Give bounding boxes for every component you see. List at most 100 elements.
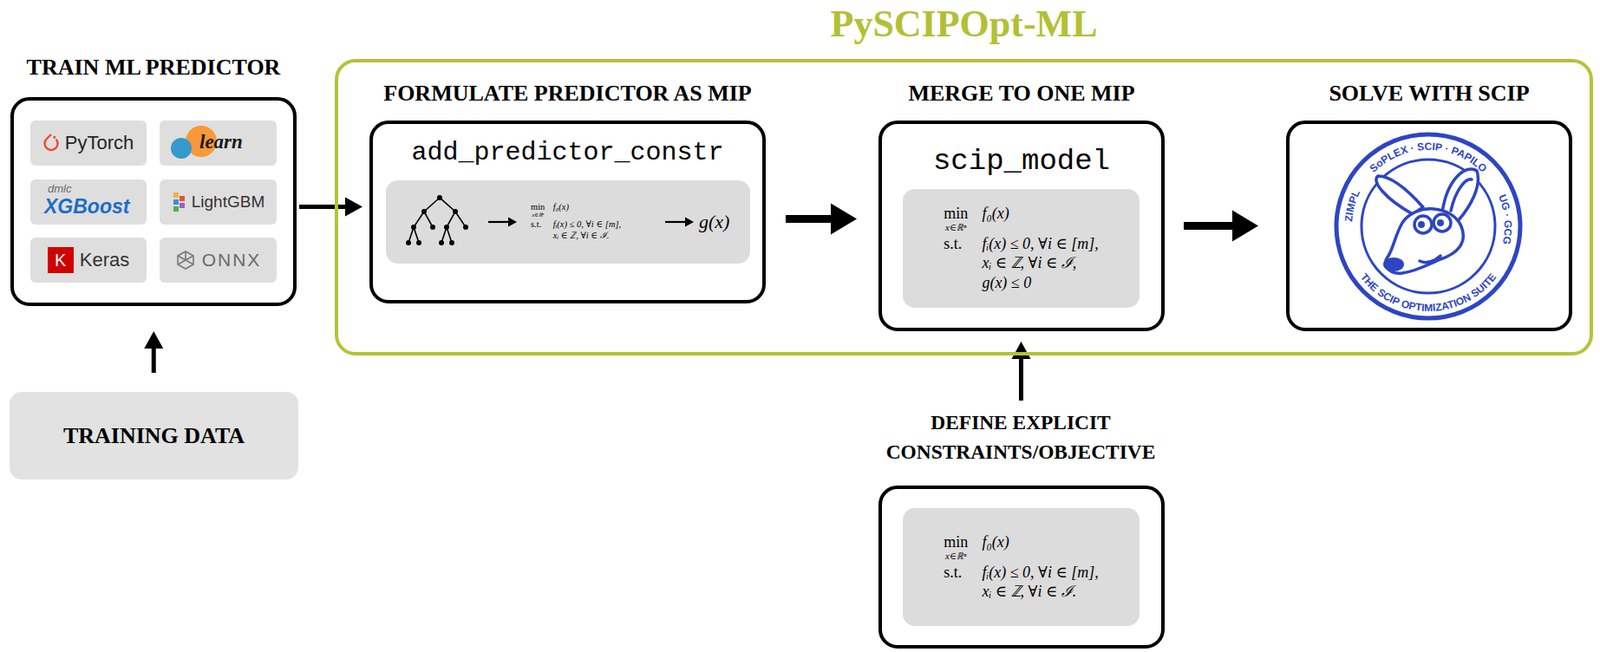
subject-to: s.t.	[530, 219, 545, 230]
connector	[1012, 341, 1032, 401]
library-logo: learn	[159, 120, 277, 166]
scip-logo: SoPLEX · SCIP · PAPILOUG · GCGZIMPLTHE S…	[1324, 122, 1533, 331]
logo-text: LightGBM	[191, 192, 265, 212]
lightgbm-icon	[171, 191, 186, 213]
domain-subscript: x∈ℝⁿ	[945, 551, 967, 562]
onnx-icon	[175, 249, 196, 271]
svg-part	[416, 240, 422, 246]
logo-ring-text: SoPLEX · SCIP · PAPILO	[1367, 140, 1490, 176]
process-box: SOLVE WITH SCIPSoPLEX · SCIP · PAPILOUG …	[1286, 120, 1573, 332]
svg-part	[452, 208, 458, 215]
badge-letter: K	[54, 250, 66, 270]
svg-part	[1376, 176, 1424, 215]
svg-part	[405, 240, 412, 246]
svg-part	[1436, 219, 1444, 227]
svg-part	[1433, 214, 1451, 232]
svg-part	[438, 240, 445, 246]
min-operator: min	[943, 533, 968, 552]
predictor-constraint: g(x)	[698, 210, 730, 234]
logo-row: K Keras	[30, 237, 147, 283]
objective-operator: minx∈ℝⁿ	[530, 202, 545, 219]
constraint: fᵢ(x) ≤ 0, ∀i ∈ [m],	[553, 219, 621, 230]
formulation-panel: minx∈ℝⁿf₀(x)s.t.fᵢ(x) ≤ 0, ∀i ∈ [m],xᵢ ∈…	[902, 189, 1140, 308]
formulation: minx∈ℝⁿ f₀(x) s.t. fᵢ(x) ≤ 0, ∀i ∈ [m],xᵢ ∈…	[530, 202, 621, 242]
framework-box: TRAIN ML PREDICTORPyTorchlearndmlcXGBoos…	[10, 97, 297, 307]
min-operator: min	[530, 202, 545, 213]
domain-subscript: x∈ℝⁿ	[531, 212, 543, 219]
svg-part	[1417, 221, 1425, 229]
function-name: add_predictor_constr	[372, 137, 763, 169]
svg-part	[488, 221, 510, 223]
objective-function: f₀(x)	[553, 202, 621, 213]
logo-text: PyTorch	[65, 131, 134, 155]
svg-part	[444, 224, 450, 230]
function-name: scip_model	[881, 143, 1162, 180]
process-box: FORMULATE PREDICTOR AS MIPadd_predictor_…	[369, 120, 766, 304]
connector	[785, 203, 857, 236]
svg-part	[1336, 134, 1521, 319]
heading: SOLVE WITH SCIP	[1328, 80, 1529, 107]
arrowhead	[1012, 341, 1032, 360]
connector-line	[1183, 222, 1235, 230]
svg-part	[179, 195, 185, 202]
box-label: TRAINING DATA	[63, 423, 245, 450]
connector-line	[151, 346, 157, 373]
subject-to: s.t.	[943, 235, 968, 254]
connector-line	[1018, 357, 1024, 401]
svg-part	[408, 197, 466, 243]
logo-row: LightGBM	[159, 179, 277, 225]
input-box: DEFINE EXPLICIT CONSTRAINTS/OBJECTIVEmin…	[829, 407, 1212, 649]
svg-part	[665, 221, 686, 223]
ring-text-path: ZIMPL	[1342, 188, 1363, 223]
constraint: g(x) ≤ 0	[981, 274, 1098, 293]
constraint: xᵢ ∈ ℤ, ∀i ∈ ℐ.	[553, 231, 621, 242]
arrowhead	[143, 331, 164, 349]
library-logo: ONNX	[159, 237, 277, 283]
svg-part	[421, 208, 427, 215]
svg-part	[411, 224, 417, 230]
svg-part	[177, 251, 194, 269]
logo-text: ONNX	[202, 249, 262, 271]
svg-part	[449, 240, 455, 246]
constraint: xᵢ ∈ ℤ, ∀i ∈ ℐ.	[981, 582, 1098, 601]
svg-part	[1376, 169, 1478, 274]
heading: FORMULATE PREDICTOR AS MIP	[383, 80, 752, 107]
constraint: fᵢ(x) ≤ 0, ∀i ∈ [m],	[981, 563, 1098, 582]
svg-part	[173, 192, 179, 198]
formulation: minx∈ℝⁿf₀(x)s.t.fᵢ(x) ≤ 0, ∀i ∈ [m],xᵢ ∈…	[943, 204, 1099, 292]
logo-ring-text: THE SCIP OPTIMIZATION SUITE	[1358, 271, 1499, 314]
svg-part	[179, 202, 185, 209]
svg-part	[52, 136, 56, 139]
svg-part	[430, 224, 436, 230]
logo-row: ONNX	[159, 237, 277, 283]
formulation-panel: minx∈ℝⁿf₀(x)s.t.fᵢ(x) ≤ 0, ∀i ∈ [m],xᵢ ∈…	[902, 508, 1140, 627]
svg-part	[685, 217, 694, 228]
logo-text: Keras	[79, 248, 130, 272]
svg-part	[508, 217, 517, 228]
subject-to: s.t.	[943, 563, 968, 582]
formulation-panel: minx∈ℝⁿ f₀(x) s.t. fᵢ(x) ≤ 0, ∀i ∈ [m],xᵢ ∈…	[385, 180, 751, 264]
keras-badge: K	[47, 247, 74, 274]
package-frame: PySCIPOpt-MLFORMULATE PREDICTOR AS MIPad…	[334, 58, 1594, 356]
heading: MERGE TO ONE MIP	[907, 80, 1135, 107]
svg-part	[405, 195, 469, 246]
svg-part	[1383, 257, 1405, 272]
data-box: TRAINING DATA	[9, 391, 299, 480]
svg-part	[1361, 159, 1496, 294]
connector-line	[299, 204, 347, 209]
objective-operator: minx∈ℝⁿ	[943, 204, 968, 234]
ring-text-path: SoPLEX · SCIP · PAPILO	[1367, 140, 1490, 176]
svg-part	[173, 199, 179, 205]
svg-part	[177, 251, 194, 269]
svg-part	[437, 195, 443, 201]
arrowhead	[1232, 210, 1259, 242]
logo-text: XGBoost	[44, 195, 130, 219]
library-logo: LightGBM	[159, 179, 277, 225]
library-logo: K Keras	[30, 237, 147, 283]
connector	[299, 197, 363, 217]
constraint: fᵢ(x) ≤ 0, ∀i ∈ [m],	[981, 235, 1098, 254]
connector	[143, 331, 164, 373]
constraint: xᵢ ∈ ℤ, ∀i ∈ ℐ,	[981, 254, 1098, 273]
svg-part	[1414, 215, 1432, 234]
